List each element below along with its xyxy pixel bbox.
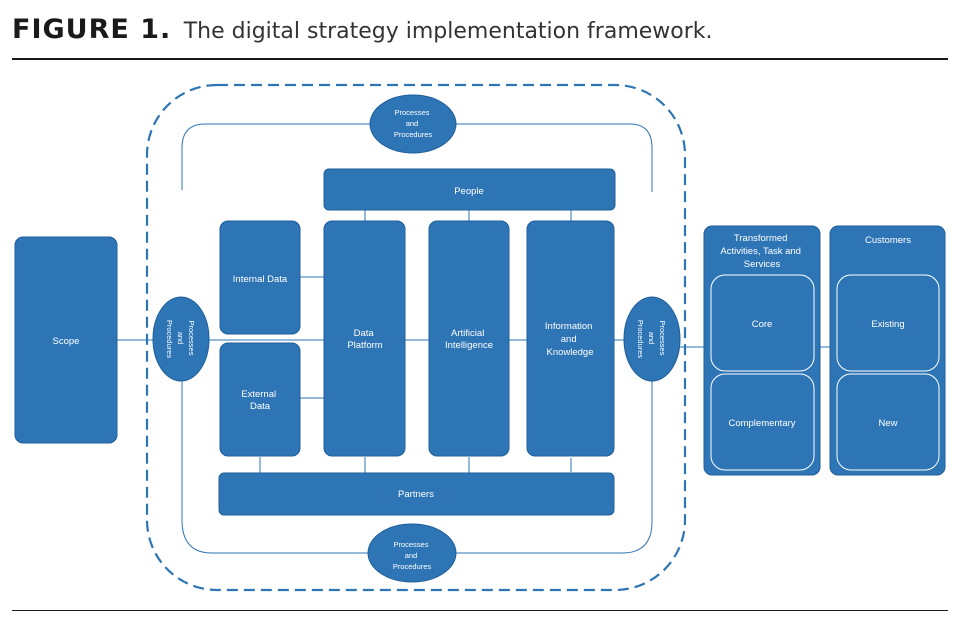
data-platform-label-line1: Data	[354, 328, 375, 339]
processes-top-line3: Procedures	[394, 130, 433, 139]
processes-oval-bottom: Processes and Procedures	[367, 523, 457, 583]
customers-title: Customers	[865, 235, 911, 246]
bottom-rule	[12, 610, 948, 611]
new-box	[836, 373, 940, 471]
core-box	[710, 274, 815, 372]
processes-right-line2: and	[647, 332, 656, 345]
svg-text:Internal Data: Internal Data	[233, 274, 288, 285]
people-box: People	[323, 168, 616, 211]
processes-top-line2: and	[406, 119, 419, 128]
svg-text:Information and Kn: Information and Knowledge	[545, 321, 595, 358]
customers-panel: Customers Existing New	[829, 225, 946, 476]
svg-text:Processes and: Processes and Procedures	[636, 320, 667, 359]
svg-text:Existing: Existing	[871, 319, 904, 330]
people-label: People	[454, 186, 484, 197]
processes-right-line3: Procedures	[636, 320, 645, 359]
framework-boundary	[145, 83, 687, 592]
ai-label-line1: Artificial	[451, 328, 484, 339]
data-platform-label-line2: Platform	[347, 340, 382, 351]
loop-top-right	[455, 123, 653, 192]
svg-text:Customers: Customers	[865, 235, 911, 246]
new-label: New	[878, 418, 897, 429]
information-label-line3: Knowledge	[546, 347, 593, 358]
ai-label-line2: Intelligence	[445, 340, 493, 351]
figure-header: FIGURE 1. The digital strategy implement…	[12, 14, 713, 45]
information-knowledge-box: Information and Knowledge	[526, 220, 615, 457]
data-platform-box: Data Platform	[323, 220, 406, 457]
complementary-box	[710, 373, 815, 471]
processes-bottom-line3: Procedures	[393, 562, 432, 571]
complementary-label: Complementary	[728, 418, 795, 429]
processes-oval-right: Processes and Procedures	[623, 296, 681, 382]
transformed-panel: Transformed Activities, Task and Service…	[703, 225, 821, 476]
svg-text:Complementary: Complementary	[728, 418, 795, 429]
external-data-box: External Data	[219, 342, 301, 457]
loop-bottom-left	[181, 519, 368, 554]
transformed-title-line1: Transformed	[734, 233, 788, 244]
existing-box	[836, 274, 940, 372]
svg-text:Data Platform: Data Platform	[347, 328, 382, 351]
core-label: Core	[752, 319, 773, 330]
information-label-line1: Information	[545, 321, 593, 332]
loop-top-left	[181, 123, 370, 190]
existing-label: Existing	[871, 319, 904, 330]
processes-right-line1: Processes	[658, 320, 667, 355]
svg-text:Processes and Proc: Processes and Procedures	[393, 540, 432, 571]
processes-left-line1: Processes	[187, 320, 196, 355]
svg-text:Partners: Partners	[398, 489, 434, 500]
figure-caption: The digital strategy implementation fram…	[183, 19, 713, 44]
svg-text:External Data: External Data	[241, 389, 279, 412]
processes-oval-top: Processes and Procedures	[369, 94, 457, 154]
loop-bottom-right	[456, 380, 653, 554]
process-loop	[181, 123, 653, 554]
svg-text:Core: Core	[752, 319, 773, 330]
processes-bottom-line1: Processes	[393, 540, 428, 549]
processes-top-line1: Processes	[394, 108, 429, 117]
svg-text:Processes and Proc: Processes and Procedures	[394, 108, 433, 139]
processes-left-line3: Procedures	[165, 320, 174, 359]
partners-box: Partners	[218, 472, 615, 516]
external-data-label-line2: Data	[250, 401, 271, 412]
top-rule	[12, 58, 948, 60]
internal-data-label: Internal Data	[233, 274, 288, 285]
svg-text:New: New	[878, 418, 897, 429]
scope-box: Scope	[14, 236, 118, 444]
processes-oval-left: Processes and Procedures	[152, 296, 210, 382]
information-label-line2: and	[561, 334, 577, 345]
svg-text:Scope: Scope	[53, 336, 80, 347]
svg-text:People: People	[454, 186, 484, 197]
svg-text:Transformed Activities,: Transformed Activities, Task and Service…	[720, 233, 803, 270]
internal-data-box: Internal Data	[219, 220, 301, 335]
svg-text:Artificial Intelligence: Artificial Intelligence	[445, 328, 493, 351]
figure-label: FIGURE 1.	[12, 14, 172, 45]
partners-label: Partners	[398, 489, 434, 500]
artificial-intelligence-box: Artificial Intelligence	[428, 220, 510, 457]
scope-label: Scope	[53, 336, 80, 347]
external-data-label-line1: External	[241, 389, 276, 400]
transformed-title-line2: Activities, Task and	[720, 246, 801, 257]
processes-bottom-line2: and	[405, 551, 418, 560]
processes-left-line2: and	[176, 332, 185, 345]
connectors	[117, 210, 830, 473]
transformed-title-line3: Services	[744, 259, 781, 270]
svg-text:Processes and: Processes and Procedures	[165, 320, 196, 359]
